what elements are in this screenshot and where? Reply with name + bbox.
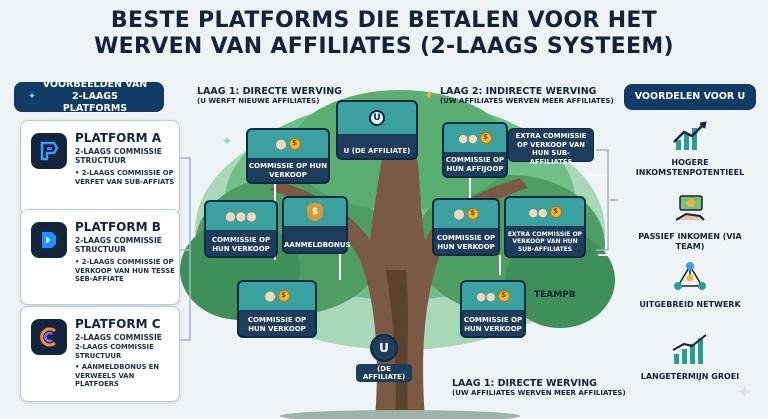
team-icon: ● <box>275 136 287 152</box>
l2-node-mid[interactable]: ● $ COMMISSIE OP HUN VERKOOP <box>432 198 500 256</box>
sparkle-icon: ✦ <box>424 88 435 102</box>
bar-chart-icon <box>672 334 707 364</box>
team-icon: ●● <box>476 289 496 303</box>
coin-icon: $ <box>549 206 562 218</box>
teampb-label: TEAMPB <box>534 290 576 300</box>
benefit-income-text: HOGERE INKOMSTENPOTENTIEEL <box>635 158 745 177</box>
platform-b-line-2: STRUCTUUR <box>75 245 126 254</box>
benefit-passive-text: PASSIEF INKOMEN (VIA TEAM) <box>638 232 742 251</box>
root-affiliate-node[interactable]: U (DE AFFILIATE) <box>356 334 412 396</box>
laag2-header: LAAG 2: INDIRECTE WERVING (UW AFFILIATES… <box>440 86 614 105</box>
coin-icon: $ <box>277 290 290 302</box>
root-label: (DE AFFILIATE) <box>356 364 412 382</box>
team-icon: ●● <box>458 131 478 145</box>
platform-c-logo-icon <box>31 319 67 355</box>
title-line-2: WERVEN VAN AFFILIATES (2-LAAGS SYSTEEM) <box>94 34 674 59</box>
benefits-connector <box>596 149 618 251</box>
person-icon: ● <box>264 288 276 304</box>
money-bag-icon: $ <box>307 203 323 221</box>
l2-node-top[interactable]: ●● $ COMMISSIE OP HUN AFFIJOOP <box>442 122 508 178</box>
sparkle-icon: ✦ <box>736 380 753 404</box>
page-title: BESTE PLATFORMS DIE BETALEN VOOR HET WER… <box>0 8 768 60</box>
team-icon: ●● <box>528 205 548 219</box>
money-hand-icon <box>675 195 705 221</box>
benefit-network-text: UITGEBREID NETWERK <box>639 300 741 309</box>
title-line-1: BESTE PLATFORMS DIE BETALEN VOOR HET <box>110 8 658 33</box>
platform-a-name: PLATFORM A <box>75 131 162 145</box>
platform-b-logo-icon <box>31 222 67 258</box>
sparkle-icon: ✦ <box>28 91 36 102</box>
platform-a-logo-icon <box>31 133 67 169</box>
benefits-header: VOORDELEN VOOR U <box>624 84 756 110</box>
platform-b-line-1: 2-LAAGS COMMISSIE <box>75 236 162 245</box>
laag1-bottom-header: LAAG 1: DIRECTE WERVING (UW AFFILIATES W… <box>452 378 626 397</box>
platform-c-name: PLATFORM C <box>75 317 161 331</box>
team-icon: ●●● <box>225 209 257 223</box>
platform-a-line-1: 2-LAAGS COMMISSIE <box>75 147 162 156</box>
l2-extra-top-label: EXTRA COMMISSIE OP VERKOOP VAN HUN SUB-A… <box>508 128 594 166</box>
growth-chart-icon <box>673 121 707 150</box>
l2-node-bottom[interactable]: ●● $ COMMISSIE OP HUN VERKOOP <box>460 280 526 338</box>
benefit-passive: PASSIEF INKOMEN (VIA TEAM) <box>624 192 756 252</box>
laag1-header: LAAG 1: DIRECTE WERVING (U WERFT NIEUWE … <box>197 86 342 105</box>
platform-card-a[interactable]: PLATFORM A 2-LAAGS COMMISSIE STRUCTUUR •… <box>20 120 180 216</box>
l1-node-left[interactable]: ●●● COMMISSIE OP HUN VERKOOP <box>204 200 278 258</box>
platform-card-c[interactable]: PLATFORM C 2-LAAGS COMMISSIE 2-LAAGS COM… <box>20 306 180 402</box>
benefit-income: HOGERE INKOMSTENPOTENTIEEL <box>624 120 756 178</box>
network-icon <box>674 262 706 290</box>
platform-card-b[interactable]: PLATFORM B 2-LAAGS COMMISSIE STRUCTUUR •… <box>20 209 180 305</box>
platform-b-name: PLATFORM B <box>75 220 161 234</box>
coin-icon: $ <box>288 138 301 150</box>
platforms-header: ✦ VOORBEELDEN VAN 2-LAAGS PLATFORMS <box>14 79 164 114</box>
platform-connectors <box>180 157 191 341</box>
person-icon: U <box>369 110 385 126</box>
l1-node-top[interactable]: ● $ COMMISSIE OP HUN VERKOOP <box>246 128 330 184</box>
benefit-growth: LANGETERMIJN GROEI <box>624 332 756 382</box>
platform-c-bullet: • AANMELDBONUS EN VERWEELS VAN PLATFOERS <box>75 363 160 388</box>
l1-node-bonus[interactable]: $ AANMELDBONUS <box>282 196 351 254</box>
benefit-growth-text: LANGETERMIJN GROEI <box>640 372 740 381</box>
platform-a-bullet: • 2-LAAGS COMMISSIE OP VERFET VAN SUB-AF… <box>75 169 175 186</box>
platform-a-line-2: STRUCTUUR <box>75 156 126 165</box>
coin-icon: $ <box>479 132 492 144</box>
top-affiliate-node[interactable]: U U (DE AFFILIATE) <box>336 100 418 160</box>
platform-b-bullet: • 2-LAAGS COMMISSIE OP VERKOOP VAN HUN T… <box>75 258 175 283</box>
l2-node-extra-mid[interactable]: ●● $ EXTRA COMMISSIE OP VERKOOP VAN HUN … <box>504 196 586 258</box>
benefit-network: UITGEBREID NETWERK <box>624 260 756 310</box>
root-avatar: U <box>370 334 398 362</box>
coin-icon: $ <box>466 208 479 220</box>
platform-c-line-2: 2-LAAGS COMMISSIE STRUCTUUR <box>75 343 154 360</box>
coin-icon: $ <box>497 290 510 302</box>
person-icon: ● <box>453 206 465 222</box>
platform-c-line-1: 2-LAAGS COMMISSIE <box>75 333 162 342</box>
sparkle-icon: ✦ <box>222 134 233 148</box>
l1-node-bottom[interactable]: ● $ COMMISSIE OP HUN VERKOOP <box>237 280 317 338</box>
